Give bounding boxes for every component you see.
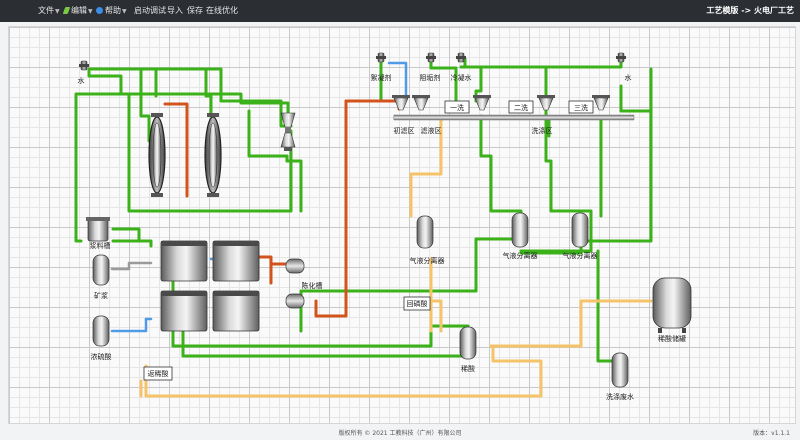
aging-tank-label: 陈化槽: [302, 281, 323, 290]
equipment-labels: 水 絮凝剂 阻垢剂 冷凝水 水 初滤区 滤液区 洗涤区 浆料槽 矿浆 陈化槽 浓…: [78, 73, 687, 401]
aging-tank-2[interactable]: [285, 293, 305, 309]
dilute-acid-label: 稀酸: [461, 364, 475, 373]
gas-liquid-1-label: 气液分离器: [410, 256, 445, 265]
scale-inhibitor-label: 阻垢剂: [420, 73, 441, 82]
orange-pipes: [163, 99, 401, 318]
process-title: 工艺模版 -> 火电厂工艺: [706, 6, 794, 15]
initial-filter-label: 初滤区: [394, 126, 415, 135]
reactor-2[interactable]: [212, 240, 260, 282]
valve-icon[interactable]: [79, 60, 89, 71]
top-toolbar: 文件▼ 编辑▼ 帮助▼ 启动调试 导入 保存 在线优化 工艺模版 -> 火电厂工…: [0, 0, 800, 22]
vessels: [86, 212, 692, 388]
wash1-label: 一洗: [450, 103, 464, 112]
pulp-tank[interactable]: [86, 217, 110, 242]
filter-icon[interactable]: [392, 95, 410, 111]
wash-waste-label: 洗涤废水: [606, 392, 634, 401]
valve-icon[interactable]: [456, 52, 466, 63]
gas-liquid-3-label: 气液分离器: [563, 251, 598, 260]
filtrate-label: 滤液区: [421, 126, 442, 135]
return-phosphoric-label: 回磷酸: [407, 299, 428, 308]
menu-save[interactable]: 保存: [187, 6, 203, 15]
menu-edit-label: 编辑: [71, 6, 87, 15]
wash3-button[interactable]: 三洗: [568, 100, 594, 114]
wash-buttons: 一洗 二洗 三洗 回磷酸 返稀酸: [143, 100, 594, 381]
version: 版本：v1.1.1: [753, 430, 790, 437]
conc-sulfuric-label: 浓硫酸: [91, 352, 112, 361]
menu-online-optimize[interactable]: 在线优化: [206, 6, 238, 15]
reactor-3[interactable]: [160, 290, 208, 332]
filter-icon[interactable]: [537, 95, 555, 111]
filter-units: [392, 95, 610, 111]
edit-icon: [62, 7, 71, 14]
menu-file[interactable]: 文件▼: [38, 0, 60, 22]
reactor-4[interactable]: [212, 290, 260, 332]
water-right-label: 水: [625, 73, 632, 82]
return-dilute-button[interactable]: 返稀酸: [143, 366, 173, 381]
copyright: 版权所有 © 2021 工教科技（广州）有限公司: [338, 430, 462, 437]
menu-import[interactable]: 导入: [167, 6, 183, 15]
process-canvas[interactable]: 一洗 二洗 三洗 回磷酸 返稀酸 水 絮凝剂 阻垢剂 冷凝水 水 初滤区 滤液区…: [8, 26, 796, 424]
yellow-pipes: [139, 117, 653, 398]
dilute-storage-label: 稀酸储罐: [658, 334, 686, 343]
gas-liquid-separator-3[interactable]: [571, 212, 589, 248]
wash2-button[interactable]: 二洗: [508, 100, 534, 114]
process-diagram: 一洗 二洗 三洗 回磷酸 返稀酸 水 絮凝剂 阻垢剂 冷凝水 水 初滤区 滤液区…: [74, 52, 692, 401]
ore-pulp-vessel[interactable]: [92, 254, 110, 286]
cooling-water-label: 冷凝水: [451, 73, 472, 82]
return-phosphoric-button[interactable]: 回磷酸: [403, 296, 431, 311]
filter-icon[interactable]: [473, 95, 491, 111]
caret-down-icon: ▼: [55, 8, 60, 15]
drum-filter-1[interactable]: [148, 113, 166, 197]
valve-icon[interactable]: [376, 52, 386, 63]
valve-icon[interactable]: [426, 52, 436, 63]
footer: 版权所有 © 2021 工教科技（广州）有限公司 版本：v1.1.1: [0, 424, 800, 440]
filter-belt: [393, 114, 635, 121]
return-dilute-label: 返稀酸: [148, 369, 169, 378]
caret-down-icon: ▼: [122, 8, 127, 15]
caret-down-icon: ▼: [88, 8, 93, 15]
ore-pulp-label: 矿浆: [94, 291, 108, 300]
dilute-acid-storage-tank[interactable]: [652, 277, 692, 333]
sulfuric-acid-vessel[interactable]: [92, 315, 110, 347]
wash3-label: 三洗: [574, 103, 588, 112]
help-icon: [96, 7, 103, 14]
water-left-label: 水: [78, 76, 85, 85]
dilute-acid-vessel[interactable]: [459, 326, 477, 360]
wash-zone-label: 洗涤区: [532, 126, 553, 135]
pulp-tank-label: 浆料槽: [90, 241, 111, 250]
wash-waste-vessel[interactable]: [611, 352, 629, 388]
filter-icon[interactable]: [592, 95, 610, 111]
wash1-button[interactable]: 一洗: [444, 100, 470, 114]
drum-filters: [148, 112, 296, 197]
aging-tank-1[interactable]: [285, 258, 305, 274]
menu-edit[interactable]: 编辑▼: [62, 0, 93, 22]
valves: [79, 52, 626, 71]
valve-icon[interactable]: [616, 52, 626, 63]
gas-liquid-separator-1[interactable]: [416, 215, 434, 249]
drum-filter-2[interactable]: [204, 113, 222, 197]
coagulant-label: 絮凝剂: [371, 73, 392, 82]
cyclone-separator[interactable]: [280, 112, 296, 151]
gas-liquid-separator-2[interactable]: [511, 212, 529, 248]
filter-icon[interactable]: [412, 95, 430, 111]
gas-liquid-2-label: 气液分离器: [503, 251, 538, 260]
reactor-1[interactable]: [160, 240, 208, 282]
menu-help-label: 帮助: [105, 6, 121, 15]
gray-pipes: [110, 261, 153, 271]
pipes: [74, 54, 653, 398]
menu-start-debug[interactable]: 启动调试: [134, 6, 166, 15]
menu-file-label: 文件: [38, 6, 54, 15]
wash2-label: 二洗: [514, 103, 528, 112]
menu-help[interactable]: 帮助▼: [96, 0, 127, 22]
